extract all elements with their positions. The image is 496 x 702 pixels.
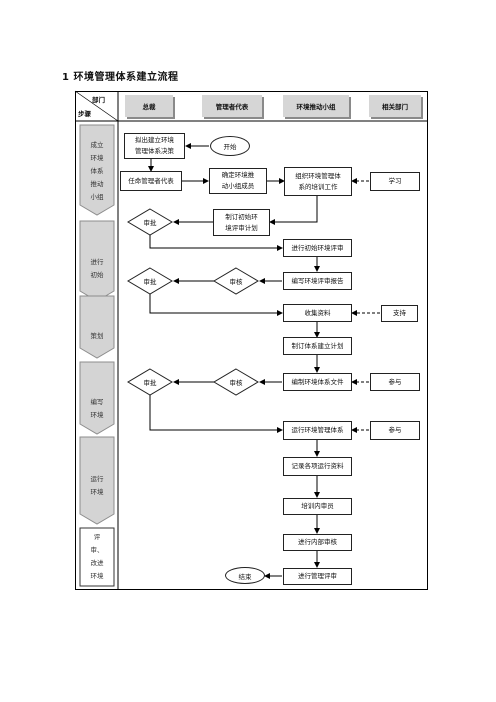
stage-label-review: 评 审、 改进 环境 bbox=[90, 533, 104, 580]
node-approve-2: 审批 bbox=[143, 278, 157, 286]
header-dept-label: 部门 bbox=[92, 96, 105, 104]
stage-label-form-team: 成立 环境 体系 推动 小组 bbox=[90, 141, 104, 201]
node-decision: 拟出建立环境 管理体系决策 bbox=[124, 133, 185, 159]
node-end: 结束 bbox=[225, 567, 265, 584]
node-collect-data: 收集资料 bbox=[283, 304, 352, 322]
node-write-docs: 编制环境体系文件 bbox=[283, 373, 352, 391]
node-make-plan: 制订体系建立计划 bbox=[283, 337, 352, 355]
header-step-label: 步骤 bbox=[78, 110, 91, 118]
node-participate-2: 参与 bbox=[370, 421, 420, 440]
node-support: 支持 bbox=[381, 305, 418, 322]
stage-label-planning: 策划 bbox=[90, 332, 104, 340]
node-team-members: 确定环境推 动小组成员 bbox=[209, 168, 267, 194]
column-header-related-depts: 相关部门 bbox=[369, 95, 421, 117]
node-approve-1: 审批 bbox=[143, 219, 157, 227]
node-write-report: 编写环境评审报告 bbox=[283, 272, 352, 290]
node-audit-1: 审核 bbox=[229, 278, 243, 286]
node-plan-review: 制订初始环 境评审计划 bbox=[213, 209, 270, 236]
stage-label-initial: 进行 初始 bbox=[90, 258, 104, 279]
node-participate-1: 参与 bbox=[370, 373, 420, 391]
node-audit-2: 审核 bbox=[229, 379, 243, 387]
stage-label-running: 运行 环境 bbox=[90, 475, 104, 496]
column-header-management-rep: 管理者代表 bbox=[202, 95, 262, 117]
column-header-promotion-team: 环境推动小组 bbox=[283, 95, 349, 117]
node-learn: 学习 bbox=[370, 172, 420, 191]
flowchart-frame bbox=[75, 91, 428, 590]
node-run-system: 运行环境管理体系 bbox=[283, 421, 352, 440]
node-internal-audit: 进行内部审核 bbox=[283, 534, 352, 551]
node-start: 开始 bbox=[210, 136, 250, 156]
node-appoint-rep: 任命管理者代表 bbox=[120, 171, 182, 191]
node-approve-3: 审批 bbox=[143, 379, 157, 387]
node-record-data: 记录各项运行资料 bbox=[283, 457, 352, 476]
stage-arrows bbox=[79, 124, 115, 525]
page-title: 1 环境管理体系建立流程 bbox=[62, 72, 179, 83]
stage-label-writing: 编写 环境 bbox=[90, 398, 104, 419]
node-train-auditors: 培训内审员 bbox=[283, 498, 352, 515]
node-organize-training: 组织环境管理体 系的培训工作 bbox=[284, 167, 352, 196]
column-header-president: 总裁 bbox=[125, 95, 173, 117]
node-management-review: 进行管理评审 bbox=[283, 568, 352, 585]
node-initial-review: 进行初始环境评审 bbox=[283, 239, 352, 257]
